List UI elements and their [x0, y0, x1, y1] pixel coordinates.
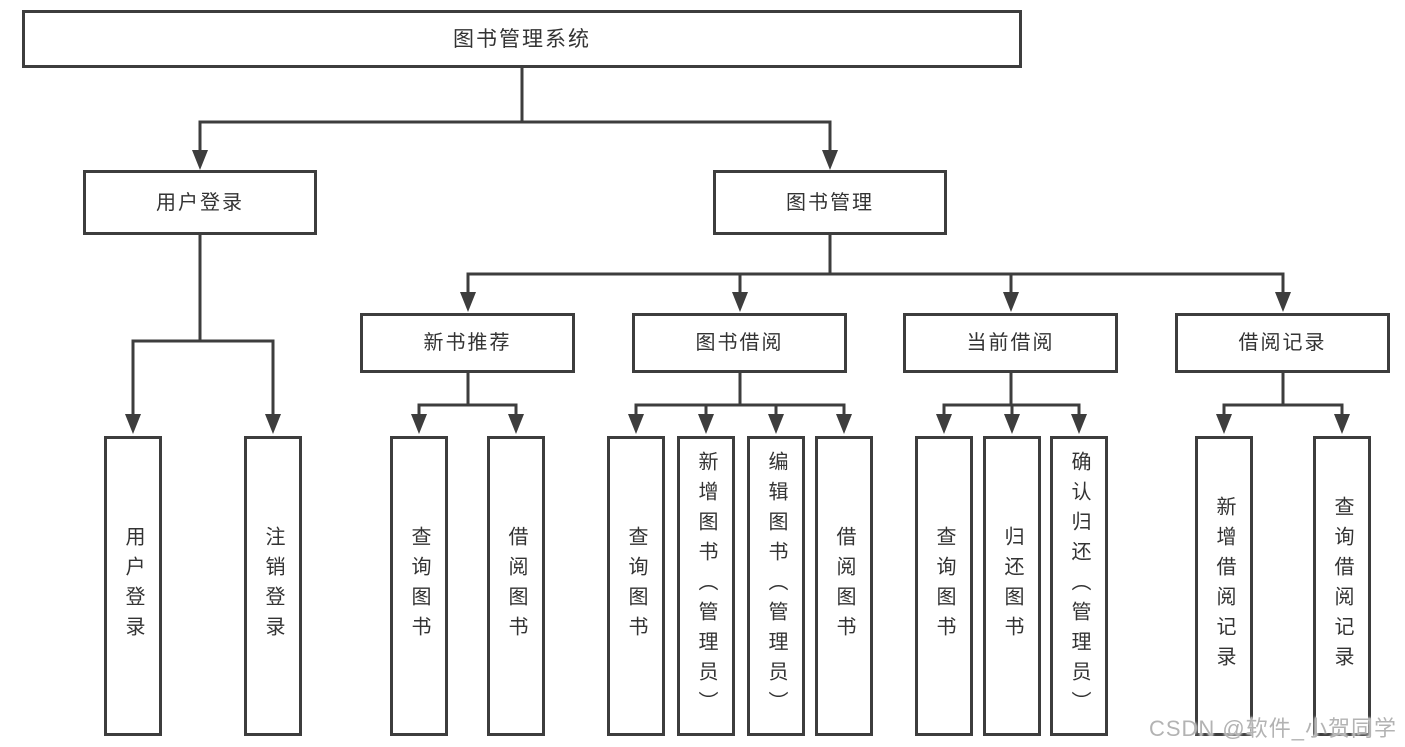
csdn-watermark: CSDN @软件_小贺同学: [1148, 716, 1397, 741]
leaf-confirm-return-admin: 确认归还（管理员）: [1050, 436, 1108, 736]
node-root-system: 图书管理系统: [22, 10, 1022, 68]
arrowheads: [125, 150, 1350, 434]
node-label: 当前借阅: [966, 332, 1055, 354]
node-book-borrow: 图书借阅: [632, 313, 847, 373]
node-book-management: 图书管理: [713, 170, 947, 235]
connector-root-split: [198, 66, 832, 154]
leaf-return-books: 归还图书: [983, 436, 1041, 736]
arrow-icon: [1275, 292, 1291, 312]
arrow-icon: [1071, 414, 1087, 434]
arrow-icon: [628, 414, 644, 434]
node-label: 注销登录: [262, 526, 284, 646]
arrow-icon: [460, 292, 476, 312]
leaf-add-books-admin: 新增图书（管理员）: [677, 436, 735, 736]
node-label: 借阅图书: [833, 526, 855, 646]
node-label: 查询图书: [625, 526, 647, 646]
node-label: 用户登录: [156, 191, 244, 214]
connector-borrow-records-split: [1222, 371, 1344, 418]
leaf-current-query-books: 查询图书: [915, 436, 973, 736]
arrow-icon: [1216, 414, 1232, 434]
node-label: 图书管理: [786, 191, 874, 214]
leaf-recommend-query-books: 查询图书: [390, 436, 448, 736]
node-label: 新增借阅记录: [1213, 496, 1235, 676]
arrow-icon: [936, 414, 952, 434]
node-label: 归还图书: [1001, 526, 1023, 646]
node-label: 确认归还（管理员）: [1068, 451, 1090, 721]
leaf-add-borrow-record: 新增借阅记录: [1195, 436, 1253, 736]
arrow-icon: [836, 414, 852, 434]
node-label: 借阅图书: [505, 526, 527, 646]
leaf-query-borrow-record: 查询借阅记录: [1313, 436, 1371, 736]
arrow-icon: [822, 150, 838, 170]
node-label: 新书推荐: [423, 332, 512, 354]
arrow-icon: [768, 414, 784, 434]
node-label: 查询图书: [933, 526, 955, 646]
node-user-login: 用户登录: [83, 170, 317, 235]
leaf-recommend-borrow-books: 借阅图书: [487, 436, 545, 736]
leaf-logout: 注销登录: [244, 436, 302, 736]
connector-book-management-split: [466, 233, 1285, 296]
node-new-book-recommend: 新书推荐: [360, 313, 575, 373]
leaf-user-login: 用户登录: [104, 436, 162, 736]
arrow-icon: [1004, 414, 1020, 434]
connector-book-borrow-split: [634, 371, 846, 418]
connector-user-login-split: [131, 233, 275, 418]
node-borrow-records: 借阅记录: [1175, 313, 1390, 373]
node-label: 借阅记录: [1238, 332, 1327, 354]
arrow-icon: [125, 414, 141, 434]
arrow-icon: [1334, 414, 1350, 434]
connector-current-borrow-split: [942, 371, 1081, 418]
arrow-icon: [508, 414, 524, 434]
node-label: 查询图书: [408, 526, 430, 646]
arrow-icon: [1003, 292, 1019, 312]
node-current-borrow: 当前借阅: [903, 313, 1118, 373]
node-label: 用户登录: [122, 526, 144, 646]
leaf-borrow-books: 借阅图书: [815, 436, 873, 736]
arrow-icon: [698, 414, 714, 434]
connector-new-book-recommend-split: [417, 371, 518, 418]
arrow-icon: [265, 414, 281, 434]
node-label: 查询借阅记录: [1331, 496, 1353, 676]
arrow-icon: [192, 150, 208, 170]
node-label: 图书借阅: [695, 332, 784, 354]
node-label: 编辑图书（管理员）: [765, 451, 787, 721]
node-label: 新增图书（管理员）: [695, 451, 717, 721]
arrow-icon: [411, 414, 427, 434]
leaf-borrow-query-books: 查询图书: [607, 436, 665, 736]
arrow-icon: [732, 292, 748, 312]
node-label: 图书管理系统: [453, 27, 591, 51]
leaf-edit-books-admin: 编辑图书（管理员）: [747, 436, 805, 736]
